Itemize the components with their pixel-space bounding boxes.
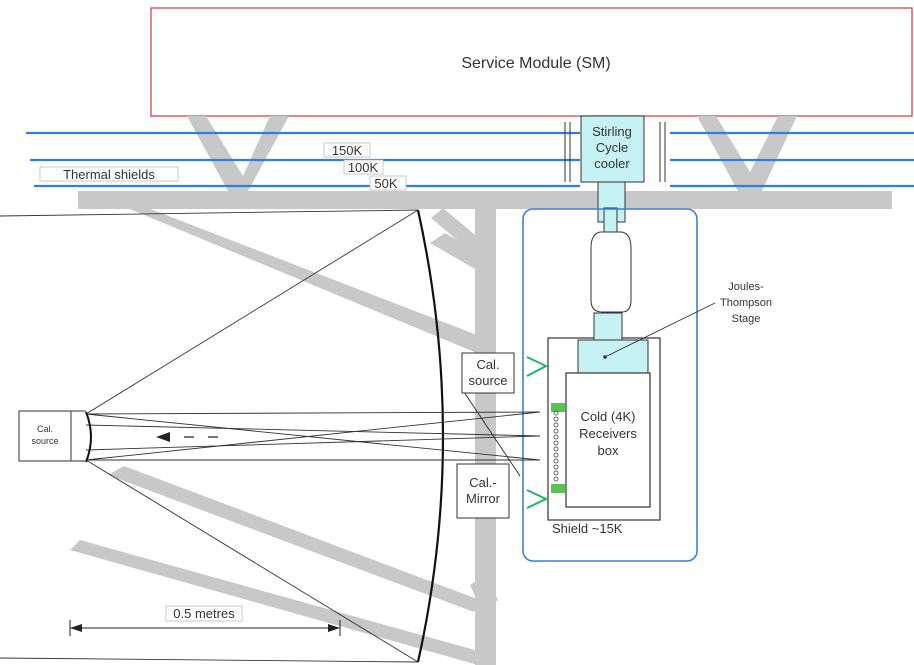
feedhorn-array — [553, 410, 559, 482]
cold-box-line1: Cold (4K) — [581, 409, 636, 424]
jt-stage-top — [593, 312, 623, 342]
shield-50k-label: 50K — [374, 176, 397, 191]
green-marker-bottom — [551, 484, 565, 493]
beam-direction-arrow — [156, 432, 228, 442]
scale-bar — [69, 620, 341, 636]
cold-receivers-box — [565, 372, 651, 508]
shield-15k-label: Shield ~15K — [552, 521, 623, 536]
cold-box-line3: box — [598, 443, 619, 458]
jt-label-line1: Joules- — [728, 281, 764, 293]
stirling-label-line1: Stirling — [592, 124, 632, 139]
cryostat-enclosure — [522, 208, 698, 562]
cal-mirror-box — [456, 463, 510, 519]
jt-stage-box — [577, 339, 649, 374]
secondary-mirror-curve — [85, 411, 92, 463]
cal-source-left-box — [18, 410, 72, 462]
lower-support-struts — [70, 205, 498, 665]
cal-mirror-line1: Cal.- — [469, 475, 496, 490]
cal-source-top-line1: Cal. — [476, 357, 499, 372]
green-arrow-bottom — [526, 489, 549, 509]
cal-source-top-line2: source — [468, 373, 507, 388]
jt-label-line3: Stage — [732, 313, 761, 325]
green-arrow-top — [526, 356, 549, 377]
shield-100k-label: 100K — [348, 160, 379, 175]
stirling-label-line3: cooler — [594, 156, 630, 171]
thermal-shield-lines — [26, 131, 914, 188]
stirling-cooler-box — [580, 115, 645, 183]
jt-label-line2: Thompson — [720, 297, 772, 309]
cal-mirror-line2: Mirror — [466, 491, 501, 506]
cal-source-top-box — [461, 352, 515, 394]
service-module-box — [150, 7, 913, 117]
stirling-cooler-flanges — [564, 122, 666, 182]
scale-label: 0.5 metres — [173, 606, 235, 621]
cryo-connection-tube — [590, 231, 632, 313]
jt-stage-leader — [604, 302, 716, 358]
cooler-stem-tip — [603, 207, 618, 233]
optical-rays — [0, 209, 541, 663]
green-marker-top — [551, 403, 565, 412]
shield-150k-label: 150K — [332, 143, 363, 158]
service-module-label: Service Module (SM) — [461, 55, 610, 72]
cold-box-line2: Receivers — [579, 426, 637, 441]
cal-source-left-line2: source — [31, 436, 58, 446]
thermal-shields-label: Thermal shields — [63, 167, 155, 182]
cal-source-left-line1: Cal. — [37, 424, 53, 434]
upper-support-structure — [78, 116, 892, 665]
primary-mirror-arc — [416, 209, 445, 663]
stirling-label-line2: Cycle — [596, 140, 629, 155]
